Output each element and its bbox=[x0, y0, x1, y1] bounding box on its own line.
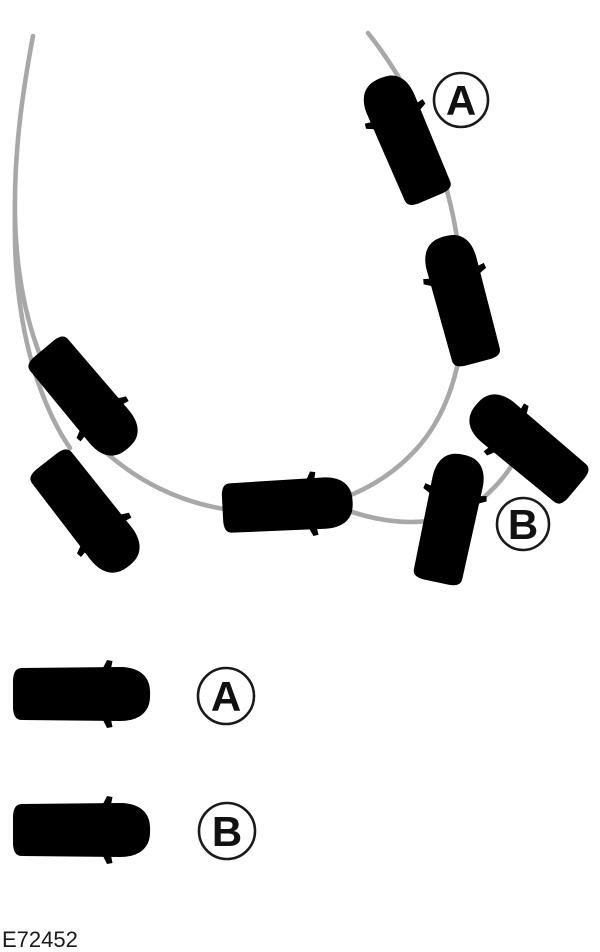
callout-b-on-curve-letter: B bbox=[508, 501, 538, 548]
legend-callout-a-circle bbox=[196, 666, 256, 726]
callout-b-on-curve: B bbox=[495, 496, 551, 552]
car-a-mid-right bbox=[413, 228, 510, 371]
callouts-layer: A B A B bbox=[196, 71, 551, 861]
legend-callout-b: B bbox=[197, 801, 257, 861]
legend-callout-a: A bbox=[196, 666, 256, 726]
callout-a-on-curve-circle bbox=[432, 71, 490, 129]
legend-callout-a-letter: A bbox=[211, 673, 241, 720]
callout-a-on-curve-letter: A bbox=[446, 77, 476, 124]
car-b-spun-lower bbox=[404, 447, 496, 589]
car-a-apex-bottom bbox=[220, 469, 355, 541]
track-branch-outer-left bbox=[12, 215, 73, 451]
car-b-left-drift bbox=[20, 440, 155, 587]
figure-code-label: E72452 bbox=[2, 927, 78, 952]
legend-callout-b-letter: B bbox=[212, 808, 242, 855]
callout-a-on-curve: A bbox=[432, 71, 490, 129]
legend-car-a bbox=[13, 660, 151, 728]
cars-layer bbox=[13, 65, 597, 864]
legend-car-b bbox=[13, 796, 151, 864]
legend-callout-b-circle bbox=[197, 801, 257, 861]
callout-b-on-curve-circle bbox=[495, 496, 551, 552]
